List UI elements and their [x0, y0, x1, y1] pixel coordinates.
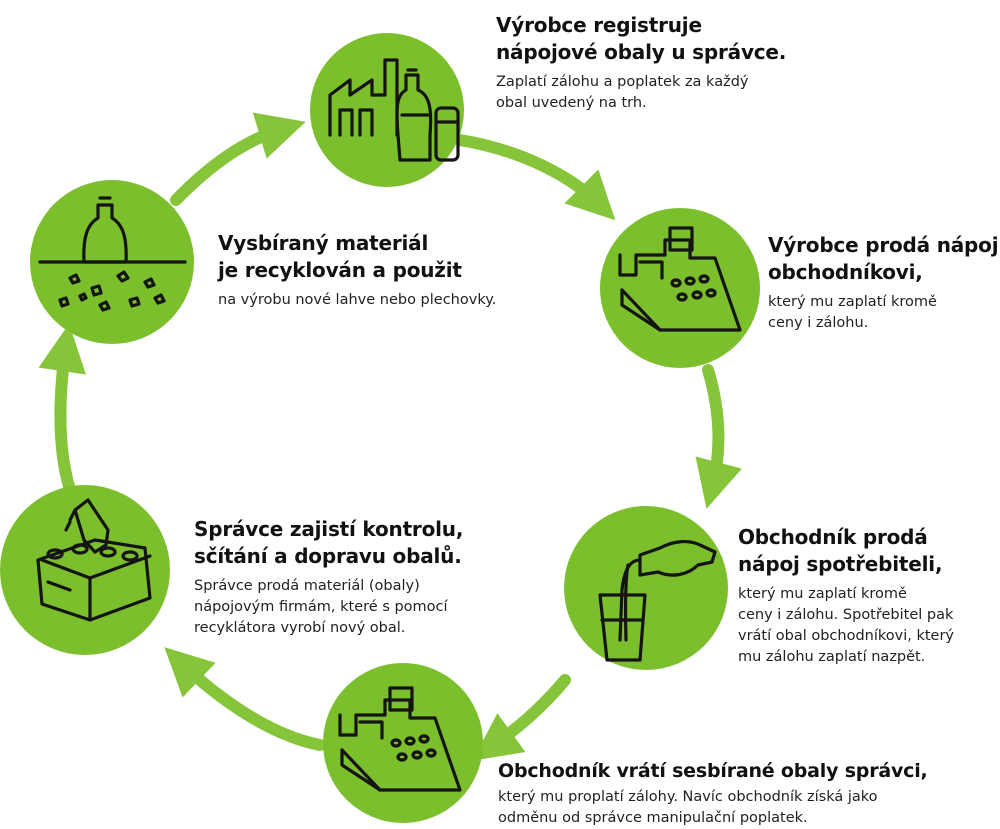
crate-bottles-icon: [36, 498, 152, 622]
step-title: Výrobce registruje nápojové obaly u sprá…: [496, 12, 786, 66]
circle-retailer-returns: [323, 663, 483, 823]
step-description: Zaplatí zálohu a poplatek za každý obal …: [496, 72, 786, 114]
arrow-bottomright-to-bottom: [472, 674, 571, 761]
title-line: je recyklován a použit: [218, 258, 462, 282]
step-description: Správce prodá materiál (obaly) nápojovým…: [194, 576, 463, 639]
circle-administrator: [0, 485, 170, 655]
arrow-top-to-right: [454, 134, 616, 221]
title-line: nápojové obaly u správce.: [496, 40, 787, 64]
step-producer-registers: Výrobce registruje nápojové obaly u sprá…: [496, 12, 786, 114]
step-material-recycled: Vysbíraný materiál je recyklován a použi…: [218, 230, 496, 311]
desc-line: vrátí obal obchodníkovi, který: [738, 628, 955, 644]
step-title: Obchodník prodá nápoj spotřebiteli,: [738, 524, 954, 578]
title-line: Obchodník prodá: [738, 525, 928, 549]
step-description: na výrobu nové lahve nebo plechovky.: [218, 290, 496, 311]
cash-register-icon: [618, 226, 742, 332]
step-retailer-returns: Obchodník vrátí sesbírané obaly správci,…: [498, 758, 928, 829]
step-producer-sells: Výrobce prodá nápoj obchodníkovi, který …: [768, 232, 999, 334]
title-line: Vysbíraný materiál: [218, 231, 429, 255]
step-title: Obchodník vrátí sesbírané obaly správci,: [498, 758, 928, 785]
title-line: obchodníkovi,: [768, 260, 923, 284]
desc-line: který mu zaplatí kromě: [738, 586, 907, 602]
title-line: Správce zajistí kontrolu,: [194, 517, 464, 541]
desc-line: ceny i zálohu.: [768, 315, 869, 331]
title-line: sčítání a dopravu obalů.: [194, 544, 462, 568]
desc-line: Správce prodá materiál (obaly): [194, 578, 420, 594]
step-description: který mu proplatí zálohy. Navíc obchodní…: [498, 787, 928, 829]
pouring-bottle-glass-icon: [598, 540, 717, 662]
arrow-right-to-bottomright: [695, 364, 742, 509]
cash-register-icon-2: [338, 686, 462, 792]
desc-line: Zaplatí zálohu a poplatek za každý: [496, 74, 749, 90]
step-administrator-controls: Správce zajistí kontrolu, sčítání a dopr…: [194, 516, 463, 639]
desc-line: odměnu od správce manipulační poplatek.: [498, 810, 808, 826]
title-line: nápoj spotřebiteli,: [738, 552, 943, 576]
title-line: Výrobce registruje: [496, 13, 702, 37]
arrow-bottom-to-left: [164, 647, 326, 751]
arrow-left-to-topleft: [38, 323, 86, 496]
step-title: Správce zajistí kontrolu, sčítání a dopr…: [194, 516, 463, 570]
desc-line: ceny i zálohu. Spotřebitel pak: [738, 607, 954, 623]
circle-retailer-sells: [564, 506, 728, 670]
step-description: který mu zaplatí kromě ceny i zálohu.: [768, 292, 998, 334]
step-retailer-sells: Obchodník prodá nápoj spotřebiteli, kter…: [738, 524, 954, 668]
step-description: který mu zaplatí kromě ceny i zálohu. Sp…: [738, 584, 954, 668]
circle-producer-sells: [600, 208, 760, 368]
arrow-topleft-to-top: [170, 112, 306, 206]
factory-bottle-can-icon: [328, 58, 460, 162]
step-title: Vysbíraný materiál je recyklován a použi…: [218, 230, 496, 284]
desc-line: který mu proplatí zálohy. Navíc obchodní…: [498, 789, 878, 805]
desc-line: který mu zaplatí kromě: [768, 294, 937, 310]
bottle-shredded-icon: [38, 196, 187, 312]
title-line: Obchodník vrátí sesbírané obaly správci,: [498, 760, 928, 782]
desc-line: recyklátora vyrobí nový obal.: [194, 620, 406, 636]
step-title: Výrobce prodá nápoj obchodníkovi,: [768, 232, 999, 286]
desc-line: na výrobu nové lahve nebo plechovky.: [218, 292, 497, 308]
desc-line: mu zálohu zaplatí nazpět.: [738, 649, 926, 665]
circle-producer: [310, 33, 464, 187]
desc-line: obal uvedený na trh.: [496, 95, 647, 111]
title-line: Výrobce prodá nápoj: [768, 233, 999, 257]
desc-line: nápojovým firmám, které s pomocí: [194, 599, 448, 615]
